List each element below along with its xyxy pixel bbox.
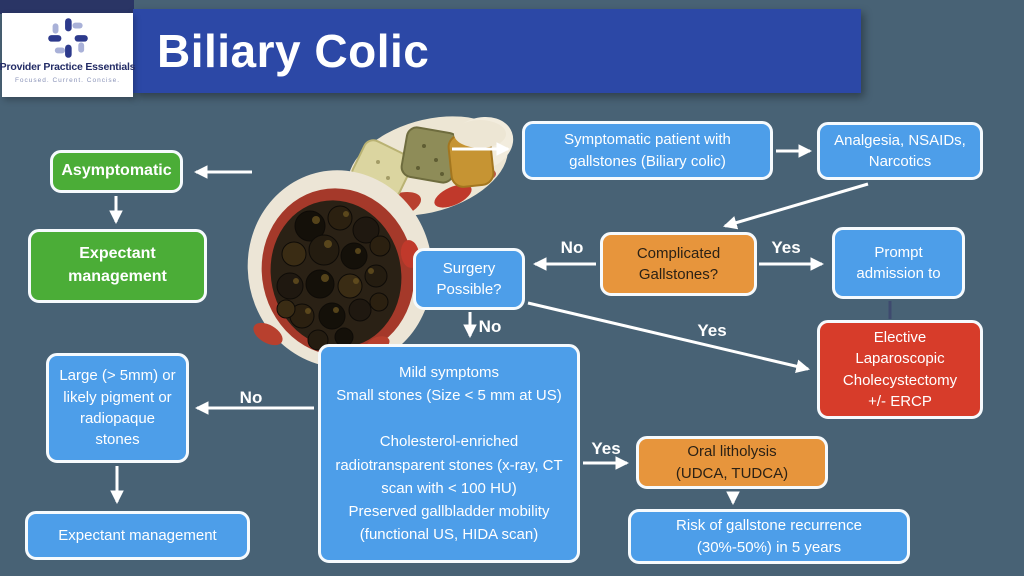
node-analgesia: Analgesia, NSAIDs, Narcotics <box>817 122 983 180</box>
node-expectant-management-blue: Expectant management <box>25 511 250 560</box>
logo-box: Provider Practice Essentials Focused. Cu… <box>0 13 136 97</box>
edge-label-mild-no: No <box>239 388 263 407</box>
gallbladder-photo <box>247 116 514 368</box>
edge-label-surgery-no: No <box>478 317 502 336</box>
node-elective-cholecystectomy: Elective Laparoscopic Cholecystectomy +/… <box>817 320 983 419</box>
node-risk-recurrence: Risk of gallstone recurrence (30%-50%) i… <box>628 509 910 564</box>
title-banner: Biliary Colic <box>133 9 861 93</box>
edge-label-mild-yes: Yes <box>591 439 621 458</box>
top-navy-strip <box>0 0 134 14</box>
logo-tagline: Focused. Current. Concise. <box>14 77 121 84</box>
provider-practice-essentials-logo-icon <box>47 18 88 58</box>
edge-label-complicated-no: No <box>560 238 584 257</box>
node-large-stones: Large (> 5mm) or likely pigment or radio… <box>46 353 189 463</box>
node-surgery-possible: Surgery Possible? <box>413 248 525 310</box>
node-asymptomatic: Asymptomatic <box>50 150 183 193</box>
page-title: Biliary Colic <box>157 25 430 77</box>
node-prompt-admission: Prompt admission to <box>832 227 965 299</box>
node-complicated-gallstones: Complicated Gallstones? <box>600 232 757 296</box>
node-expectant-management-green: Expectant management <box>28 229 207 303</box>
edge-label-surgery-yes: Yes <box>697 321 727 340</box>
node-symptomatic-patient: Symptomatic patient with gallstones (Bil… <box>522 121 773 180</box>
logo-name: Provider Practice Essentials <box>0 61 136 73</box>
node-oral-litholysis: Oral litholysis (UDCA, TUDCA) <box>636 436 828 489</box>
node-mild-symptoms: Mild symptoms Small stones (Size < 5 mm … <box>318 344 580 563</box>
edge-label-complicated-yes: Yes <box>771 238 801 257</box>
